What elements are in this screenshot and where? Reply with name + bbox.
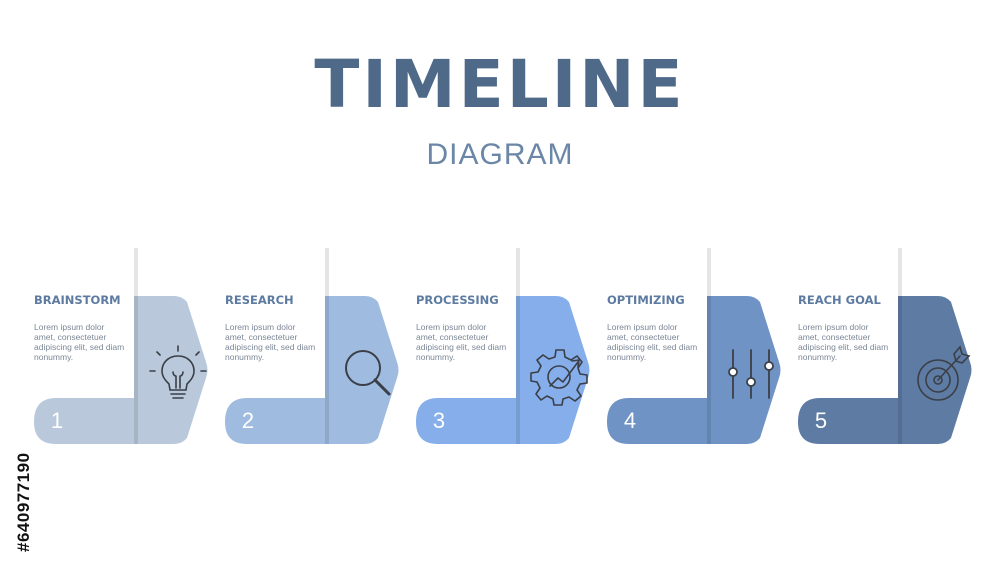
step-shape [603,248,781,444]
target-icon [917,345,971,401]
step-white-panel [603,248,707,398]
step-description: Lorem ipsum dolor amet, consectetuer adi… [607,322,698,362]
step-fold-shadow [898,248,902,444]
step-title: OPTIMIZING [607,293,685,307]
step-white-panel [794,248,898,398]
step-description: Lorem ipsum dolor amet, consectetuer adi… [416,322,507,362]
step-white-panel [412,248,516,398]
step-fold-shadow [325,248,329,444]
timeline-step: REACH GOAL Lorem ipsum dolor amet, conse… [794,248,988,448]
timeline-step: OPTIMIZING Lorem ipsum dolor amet, conse… [603,248,797,448]
step-description: Lorem ipsum dolor amet, consectetuer adi… [225,322,316,362]
step-shape [412,248,590,444]
step-number: 3 [432,408,446,433]
lightbulb-icon [149,345,207,399]
step-arrow-shape [798,296,972,444]
step-shape [30,248,208,444]
step-fold-shadow [516,248,520,444]
step-number: 5 [814,408,828,433]
step-description: Lorem ipsum dolor amet, consectetuer adi… [34,322,125,362]
step-arrow-shape [34,296,208,444]
timeline-step: PROCESSING Lorem ipsum dolor amet, conse… [412,248,606,448]
step-title: PROCESSING [416,293,499,307]
sliders-icon [728,349,774,399]
step-arrow-shape [225,296,399,444]
step-arrow-shape [416,296,590,444]
step-title: RESEARCH [225,293,294,307]
step-arrow-shape [607,296,781,444]
step-description: Lorem ipsum dolor amet, consectetuer adi… [798,322,889,362]
magnifier-icon [345,350,391,396]
step-white-panel [221,248,325,398]
step-number: 2 [241,408,255,433]
step-title: REACH GOAL [798,293,881,307]
timeline-step: RESEARCH Lorem ipsum dolor amet, consect… [221,248,415,448]
step-number: 1 [50,408,64,433]
step-shape [794,248,972,444]
diagram-subtitle: DIAGRAM [426,138,574,171]
step-number: 4 [623,408,637,433]
stock-id-text: #640977190 [14,452,33,552]
step-title: BRAINSTORM [34,293,121,307]
step-shape [221,248,399,444]
step-white-panel [30,248,134,398]
step-fold-shadow [134,248,138,444]
step-fold-shadow [707,248,711,444]
timeline-step: BRAINSTORM Lorem ipsum dolor amet, conse… [30,248,224,448]
diagram-title: TIMELINE [314,46,686,123]
gear-arrow-icon [530,349,588,406]
